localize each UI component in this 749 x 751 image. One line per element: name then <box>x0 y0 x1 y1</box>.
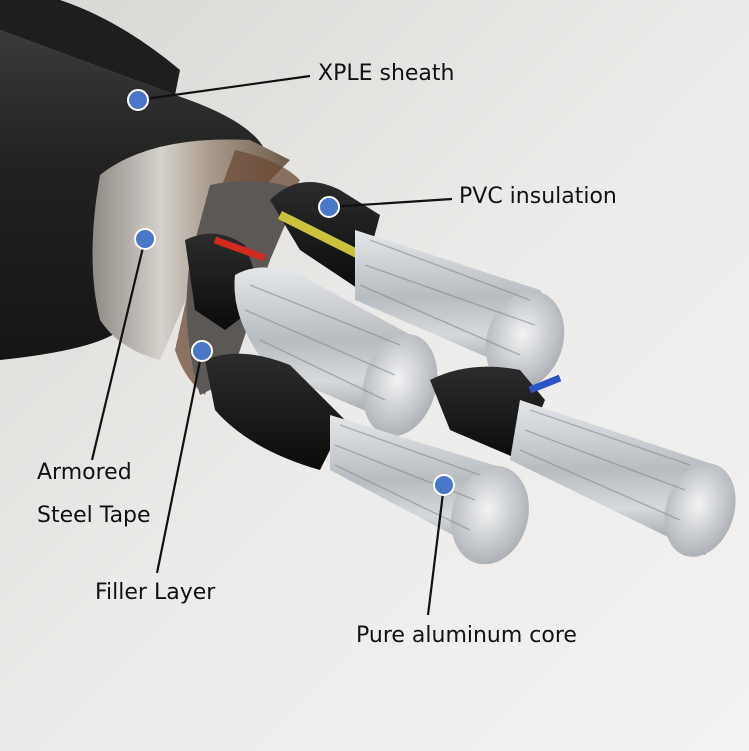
label-aluminum-core: Pure aluminum core <box>356 623 577 648</box>
leader-filler-layer <box>155 350 204 574</box>
stripe-blue <box>528 374 562 394</box>
insulation-core-3 <box>205 353 345 470</box>
leader-lines <box>90 74 453 616</box>
outer-sheath-top <box>0 0 180 95</box>
marker-xple-sheath <box>127 89 149 111</box>
stripe-red <box>213 236 267 262</box>
aluminum-core-2-end <box>362 333 438 437</box>
marker-aluminum-core <box>433 474 455 496</box>
label-pvc-insulation: PVC insulation <box>459 184 617 209</box>
aluminum-core-3-end <box>451 465 529 565</box>
leader-pvc-insulation <box>328 197 453 209</box>
leader-aluminum-core <box>426 484 446 616</box>
aluminum-core-4-end <box>664 463 736 557</box>
leader-xple-sheath <box>137 74 311 102</box>
marker-pvc-insulation <box>318 196 340 218</box>
leader-armored-tape <box>90 238 147 461</box>
marker-armored-tape <box>134 228 156 250</box>
label-armored-line2: Steel Tape <box>37 503 151 528</box>
marker-filler-layer <box>191 340 213 362</box>
markers <box>127 89 455 496</box>
label-armored-line1: Armored <box>37 460 132 485</box>
label-xple-sheath: XPLE sheath <box>318 61 455 86</box>
label-filler-layer: Filler Layer <box>95 580 216 605</box>
aluminum-core-1-end <box>485 291 565 389</box>
strand-texture <box>244 239 691 531</box>
